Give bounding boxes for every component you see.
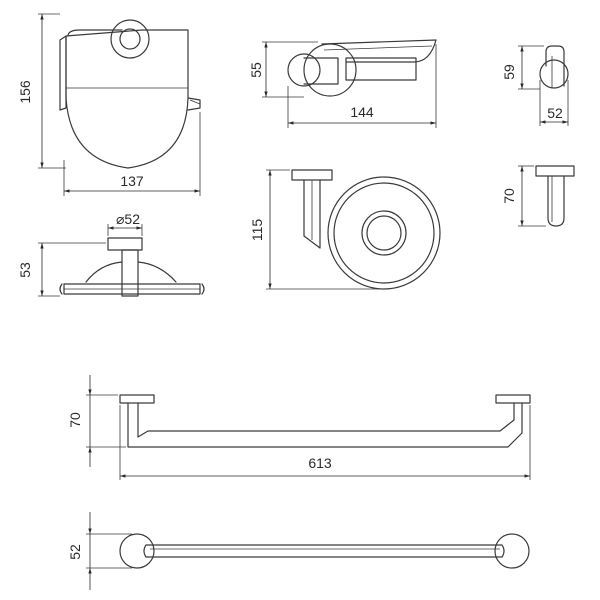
towel-bar-front-view [119, 533, 530, 569]
soap-dish-height-label: 55 [248, 62, 264, 78]
hook-top-height-dimension: 70 [501, 165, 546, 227]
soap-dish-height-dimension: 55 [248, 41, 318, 98]
towel-bar-top-view [119, 394, 531, 448]
hook-top-view [535, 165, 575, 227]
towel-bar-height-label: 70 [67, 412, 83, 428]
towel-bar-width-dimension: 613 [119, 405, 531, 480]
paper-holder-side-height-dimension: 53 [17, 242, 106, 297]
paper-holder-diameter-dimension: ⌀52 [107, 211, 143, 236]
paper-holder-diameter-label: ⌀52 [116, 211, 140, 227]
hook-side-view [539, 45, 569, 89]
paper-holder-width-label: 137 [120, 173, 144, 189]
towel-bar-width-label: 613 [308, 455, 332, 471]
soap-dish-front-height-dimension: 115 [249, 169, 380, 290]
paper-holder-width-dimension: 137 [63, 112, 201, 196]
hook-width-label: 52 [547, 105, 563, 121]
soap-dish-front-height-label: 115 [249, 219, 265, 242]
towel-bar-front-height-label: 52 [67, 544, 83, 560]
paper-holder-side-height-label: 53 [17, 262, 33, 278]
paper-holder-height-label: 156 [17, 80, 33, 104]
hook-top-height-label: 70 [501, 188, 517, 204]
towel-bar-front-height-dimension: 52 [67, 512, 132, 590]
hook-height-dimension: 59 [501, 45, 544, 90]
towel-bar-height-dimension: 70 [67, 375, 126, 467]
hook-width-dimension: 52 [539, 80, 569, 126]
paper-holder-side-view [59, 237, 205, 297]
hook-height-label: 59 [501, 64, 517, 80]
soap-dish-width-dimension: 144 [287, 44, 437, 128]
soap-dish-front-view [291, 169, 441, 290]
soap-dish-width-label: 144 [350, 104, 374, 120]
soap-dish-side-view [287, 39, 437, 97]
paper-holder-height-dimension: 156 [17, 13, 66, 169]
paper-holder-front-view [59, 19, 201, 169]
